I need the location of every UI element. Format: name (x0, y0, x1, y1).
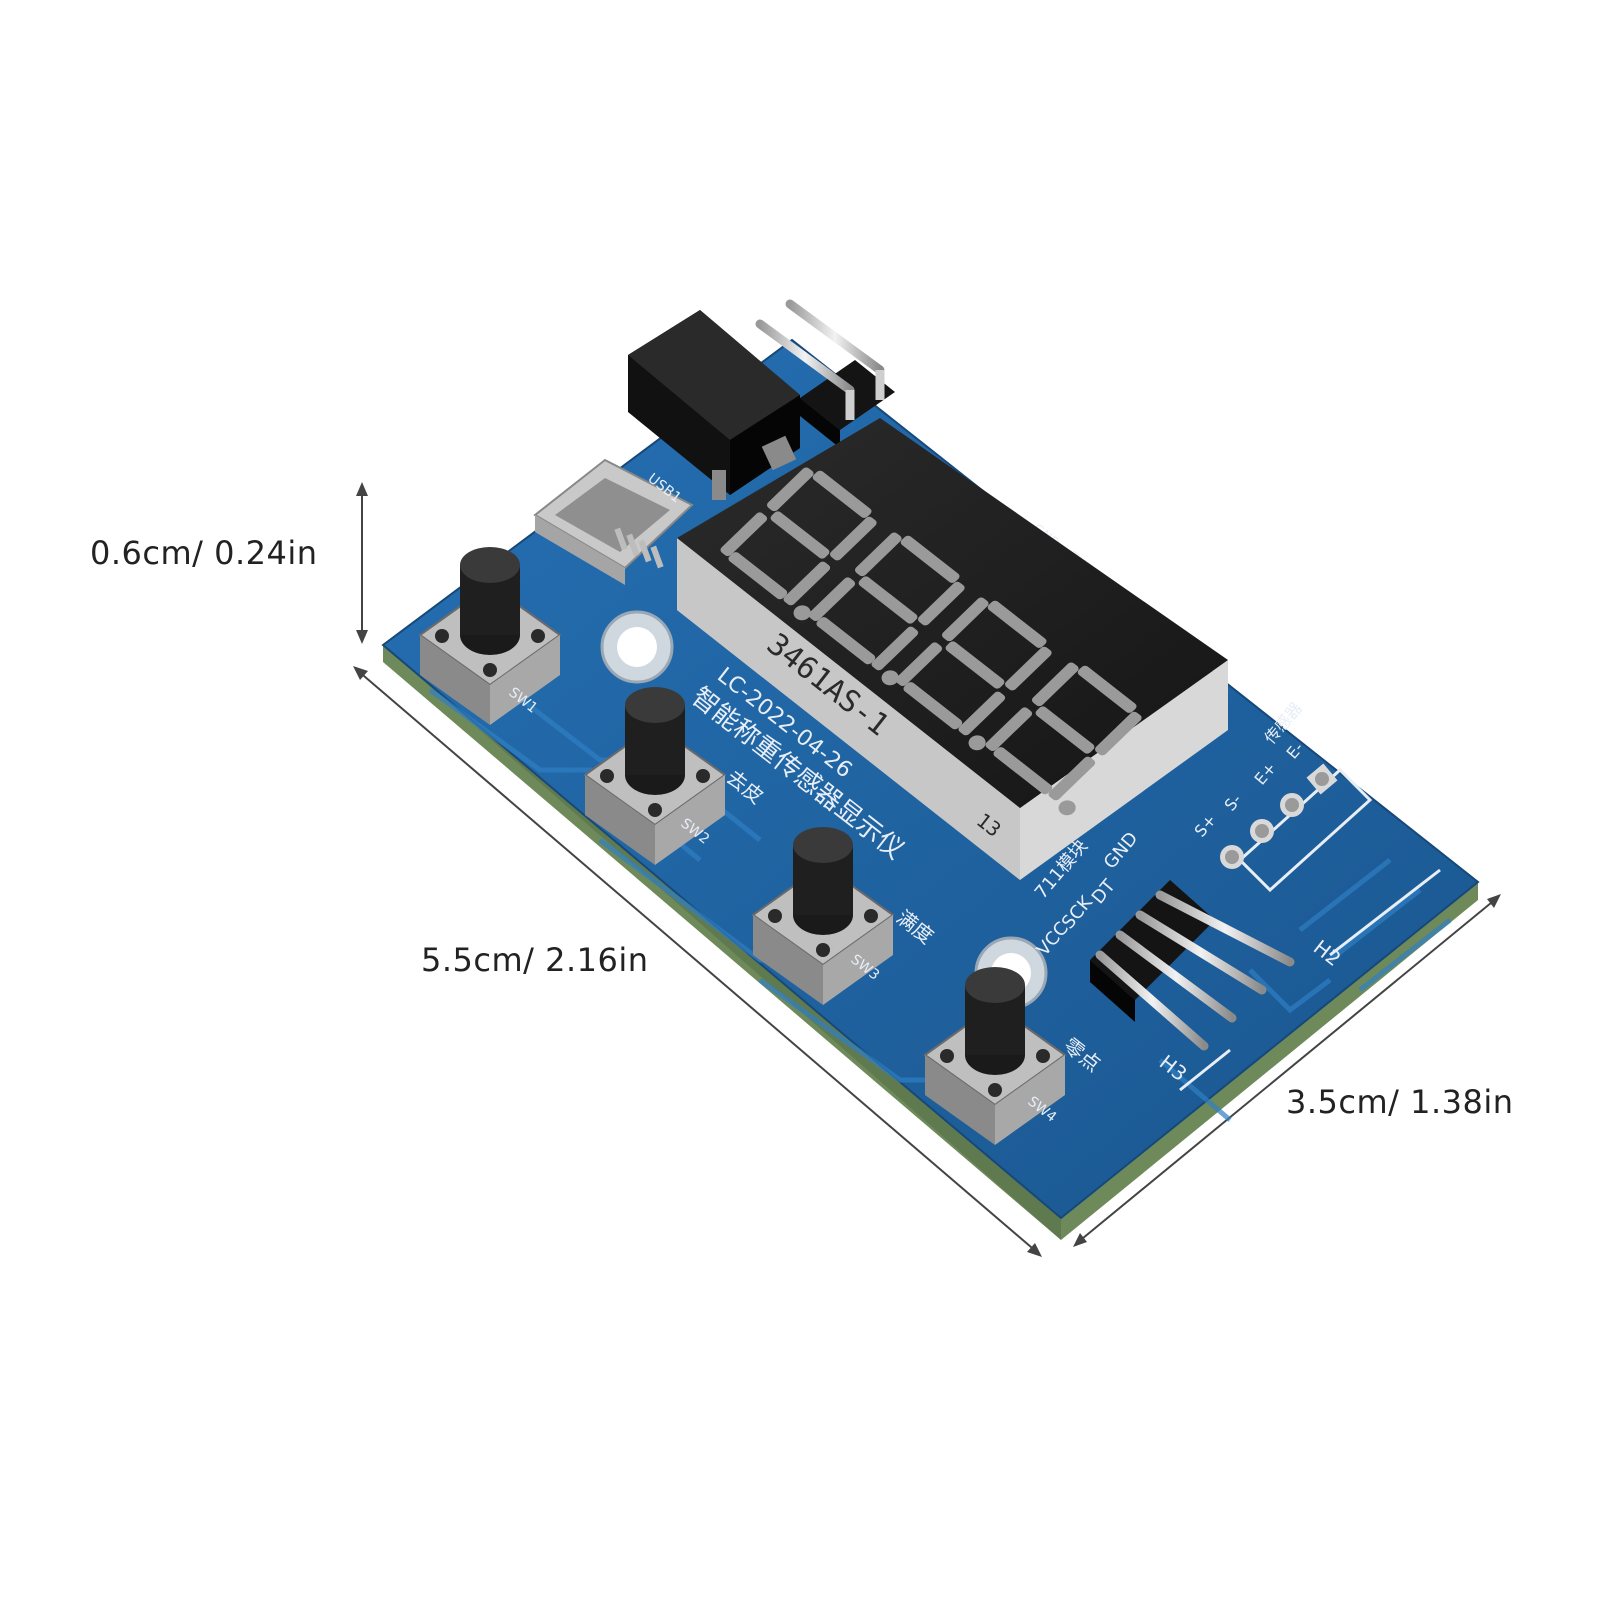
display-segment (770, 511, 830, 559)
sensor-pad-e-plus (1280, 793, 1304, 817)
hx711-pin-header (1090, 880, 1295, 1051)
micro-usb-port (533, 458, 694, 585)
display-segment (895, 642, 943, 687)
display-segment (941, 597, 989, 642)
display-segment (854, 532, 902, 577)
button-body (696, 769, 710, 783)
display-segment (808, 577, 856, 622)
display-segment (1035, 706, 1095, 754)
decimal-point (881, 670, 899, 686)
seven-segment-display (677, 418, 1228, 880)
display-segment (945, 641, 1005, 689)
sensor-pad-s-plus (1220, 845, 1244, 869)
button-body (490, 635, 560, 725)
push-button-sw2[interactable] (583, 687, 727, 865)
sensor-pad-e-minus (1306, 763, 1338, 795)
display-segment (812, 470, 872, 518)
display-segment (728, 552, 788, 600)
button-body (823, 915, 893, 1005)
button-body (531, 629, 545, 643)
display-segment (1095, 711, 1142, 756)
button-body (995, 1055, 1065, 1145)
button-body (925, 1055, 995, 1145)
display-segment (1005, 646, 1052, 691)
width-dimension-label: 3.5cm/ 1.38in (1286, 1083, 1514, 1121)
display-segment (985, 707, 1033, 752)
button-body (483, 663, 497, 677)
push-button-sw3[interactable] (751, 827, 895, 1005)
display-digit-3 (895, 597, 1052, 751)
mounting-hole-1 (600, 610, 674, 684)
display-segment (918, 581, 965, 626)
sensor-pads (1220, 763, 1338, 869)
button-body (864, 909, 878, 923)
button-plunger (965, 967, 1025, 1003)
display-segment (1077, 665, 1137, 713)
length-dimension-line (353, 666, 1042, 1257)
display-segment (783, 561, 831, 606)
button-body (648, 803, 662, 817)
button-body (600, 769, 614, 783)
button-plunger (793, 827, 853, 863)
button-body (988, 1083, 1002, 1097)
sensor-pad-s-minus (1250, 819, 1274, 843)
dc-power-jack (628, 310, 800, 500)
height-dimension-line (356, 482, 368, 644)
display-segment (1048, 756, 1096, 801)
button-body (1036, 1049, 1050, 1063)
button-plunger (625, 687, 685, 723)
display-segment (1031, 662, 1079, 707)
display-segment (958, 691, 1006, 736)
button-body (585, 775, 655, 865)
button-body (768, 909, 782, 923)
display-segment (900, 535, 960, 583)
display-segment (987, 600, 1047, 648)
length-dimension-label: 5.5cm/ 2.16in (421, 941, 649, 979)
push-button-sw4[interactable] (923, 967, 1067, 1145)
decimal-point (793, 605, 811, 621)
button-body (655, 775, 725, 865)
display-segment (903, 682, 963, 730)
display-digit-2 (808, 532, 965, 686)
height-dimension-label: 0.6cm/ 0.24in (90, 534, 318, 572)
button-body (435, 629, 449, 643)
display-segment (816, 617, 876, 665)
display-segment (766, 467, 814, 512)
button-body (816, 943, 830, 957)
display-digits (720, 467, 1142, 816)
display-digit-1 (720, 467, 877, 621)
button-plunger (460, 547, 520, 583)
button-body (753, 915, 823, 1005)
display-digit-4 (985, 662, 1142, 816)
display-segment (871, 626, 919, 671)
decimal-point (968, 735, 986, 751)
width-dimension-line (1073, 894, 1501, 1247)
push-button-sw1[interactable] (418, 547, 562, 725)
display-segment (993, 747, 1053, 795)
display-segment (858, 576, 918, 624)
display-segment (720, 512, 768, 557)
button-body (940, 1049, 954, 1063)
tactile-buttons (418, 547, 1067, 1145)
decimal-point (1058, 800, 1076, 816)
button-body (420, 635, 490, 725)
serial-pin-header (755, 299, 895, 448)
display-segment (830, 516, 877, 561)
